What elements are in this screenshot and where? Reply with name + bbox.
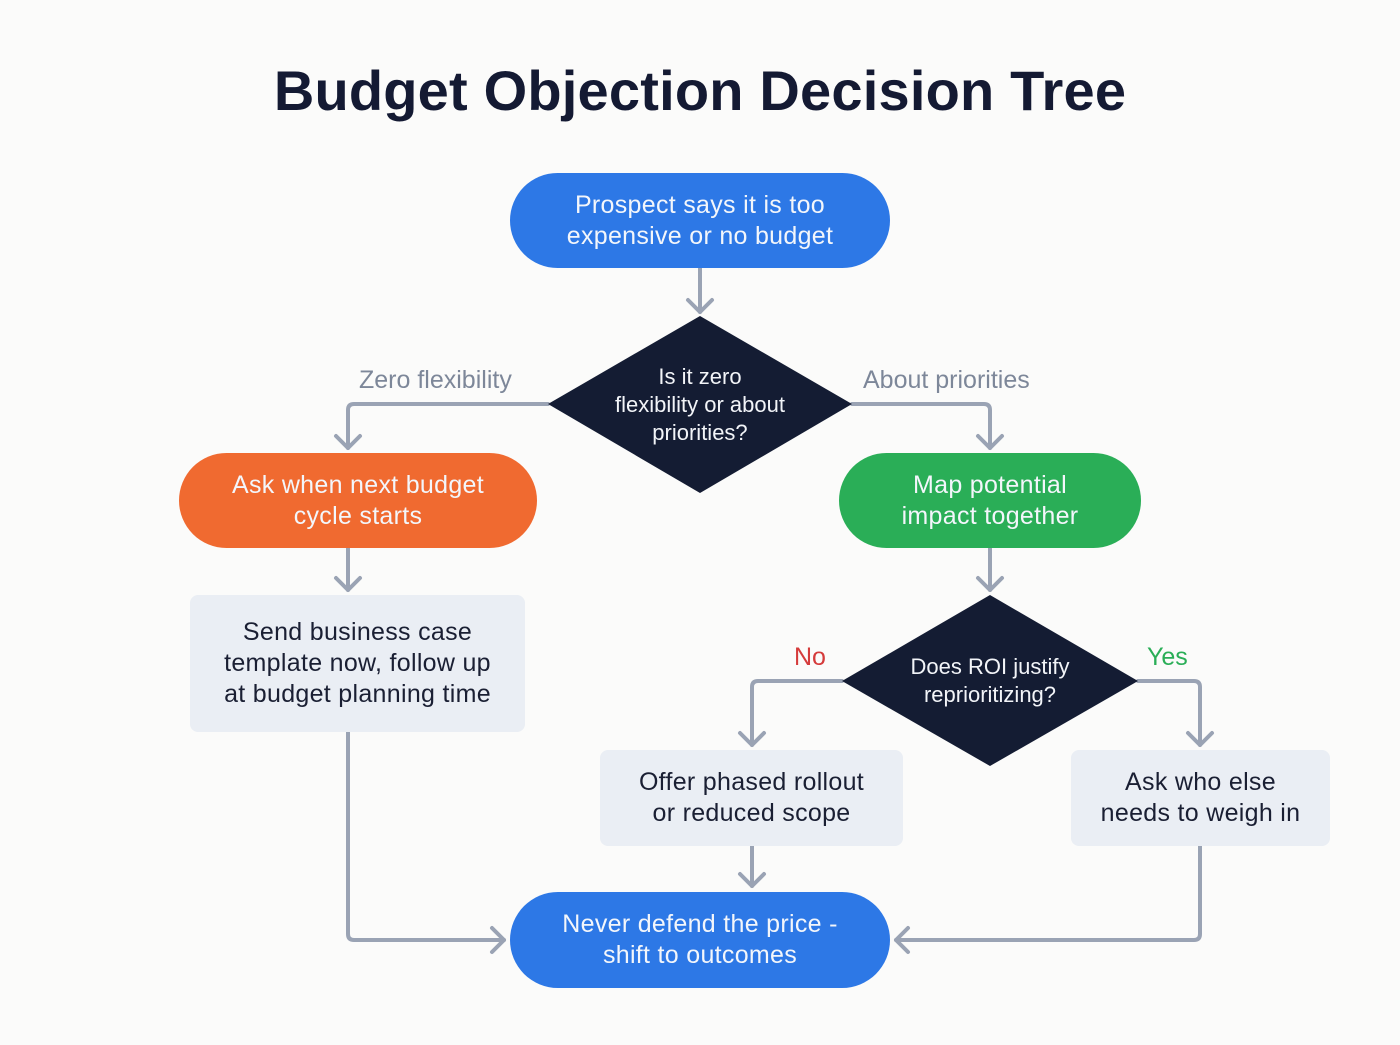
connector-decision2-no [750, 679, 844, 747]
ask-budget-cycle-node: Ask when next budget cycle starts [179, 453, 537, 548]
connector-ask-who-to-end [894, 844, 1202, 942]
decision1-line2: flexibility or about [615, 392, 785, 417]
send-business-case-line2: template now, follow up [224, 649, 491, 677]
end-node-line1: Never defend the price - [562, 910, 838, 938]
start-node-line1: Prospect says it is too [574, 190, 826, 219]
ask-who-else-node: Ask who else needs to weigh in [1071, 750, 1330, 846]
ask-who-else-line2: needs to weigh in [1100, 799, 1301, 827]
ask-who-else-line1: Ask who else [1125, 768, 1276, 796]
offer-phased-line2: or reduced scope [652, 799, 851, 827]
arrowhead-icon [334, 576, 362, 592]
ask-budget-cycle-line1: Ask when next budget [232, 470, 484, 499]
offer-phased-rollout-node: Offer phased rollout or reduced scope [600, 750, 903, 846]
decision2-line2: reprioritizing? [923, 682, 1057, 707]
decision1-node: Is it zero flexibility or about prioriti… [560, 350, 840, 460]
edge-label-about-priorities: About priorities [863, 366, 1030, 394]
arrowhead-icon [686, 298, 714, 314]
arrowhead-icon [490, 926, 506, 954]
arrowhead-icon [894, 926, 910, 954]
arrowhead-icon [1186, 731, 1214, 747]
decision2-line1: Does ROI justify [910, 654, 1070, 679]
arrowhead-icon [976, 434, 1004, 450]
map-impact-node: Map potential impact together [839, 453, 1141, 548]
end-node-line2: shift to outcomes [602, 941, 798, 969]
ask-budget-cycle-line2: cycle starts [293, 501, 423, 530]
arrowhead-icon [738, 872, 766, 888]
decision1-diamond [548, 316, 852, 493]
edge-label-yes: Yes [1147, 643, 1188, 671]
decision2-node: Does ROI justify reprioritizing? [870, 645, 1110, 717]
decision1-line3: priorities? [652, 420, 748, 445]
offer-phased-line1: Offer phased rollout [638, 768, 865, 796]
decision2-diamond [842, 595, 1138, 766]
diagram-title: Budget Objection Decision Tree [273, 59, 1127, 122]
connector-decision2-yes [1136, 679, 1202, 747]
send-business-case-node: Send business case template now, follow … [190, 595, 525, 732]
connector-decision1-to-ask-budget [346, 402, 550, 450]
end-node: Never defend the price - shift to outcom… [510, 892, 890, 988]
connector-decision1-to-map-impact [850, 402, 992, 450]
send-business-case-line3: at budget planning time [224, 680, 491, 708]
decision1-line1: Is it zero [658, 364, 742, 389]
send-business-case-line1: Send business case [242, 618, 473, 646]
start-node-line2: expensive or no budget [566, 221, 834, 250]
arrowhead-icon [738, 731, 766, 747]
map-impact-line2: impact together [901, 501, 1079, 530]
arrowhead-icon [976, 576, 1004, 592]
map-impact-line1: Map potential [912, 470, 1067, 499]
edge-label-zero-flexibility: Zero flexibility [359, 366, 512, 394]
connector-send-case-to-end [346, 730, 506, 942]
arrowhead-icon [334, 434, 362, 450]
start-node: Prospect says it is too expensive or no … [510, 173, 890, 268]
edge-label-no: No [794, 643, 826, 671]
